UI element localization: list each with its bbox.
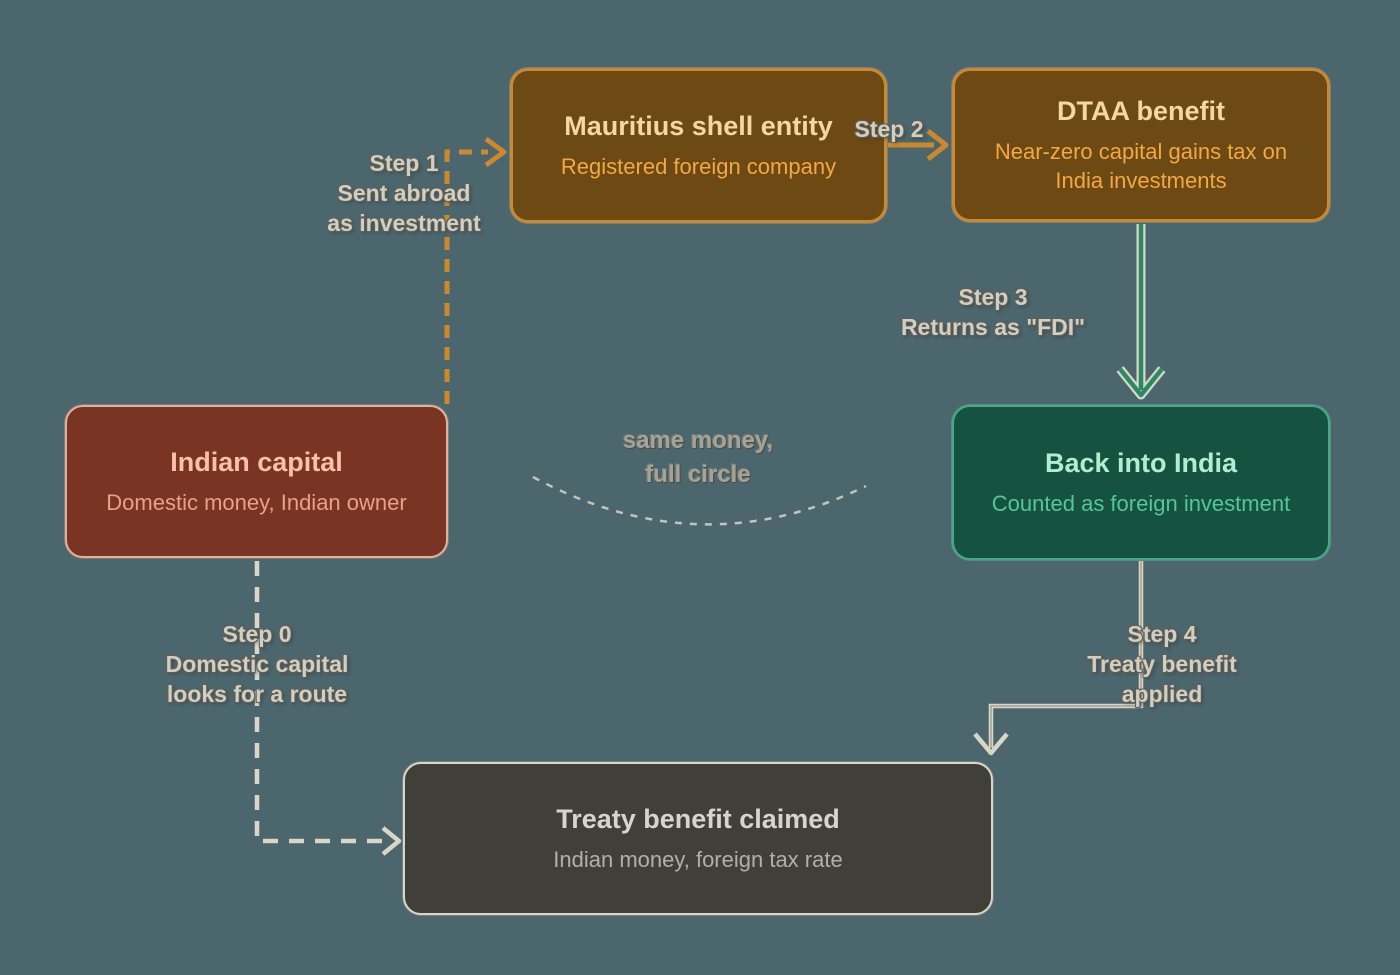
node-title: DTAA benefit <box>1057 95 1225 126</box>
step1-arrow <box>444 136 507 404</box>
step0-label-line: Step 0 <box>222 621 292 647</box>
step0-label-line: looks for a route <box>166 681 348 707</box>
step1-label: Step 1 Sent abroad as investment <box>327 148 480 238</box>
step3-arrow <box>1116 224 1166 400</box>
step1-label-line: Step 1 <box>369 150 439 176</box>
step2-arrow <box>888 129 949 161</box>
step2-label: Step 2 <box>854 114 923 144</box>
arrowhead-right-icon <box>484 136 507 168</box>
node-subtitle: Counted as foreign investment <box>991 491 1291 517</box>
step4-label-line: applied <box>1121 681 1203 707</box>
same-money-full-circle-label: same money, full circle <box>623 424 773 492</box>
node-treaty-benefit-claimed: Treaty benefit claimed Indian money, for… <box>403 762 993 915</box>
step0-arrow <box>254 561 402 856</box>
node-mauritius-shell-entity: Mauritius shell entity Registered foreig… <box>510 68 887 223</box>
step0-label-line: Domestic capital <box>165 651 349 677</box>
step1-label-line: Sent abroad <box>337 180 471 206</box>
arrowhead-right-icon <box>926 129 949 161</box>
step2-label-line: Step 2 <box>854 116 924 142</box>
step4-label-line: Treaty benefit <box>1087 651 1237 677</box>
node-dtaa-benefit: DTAA benefit Near-zero capital gains tax… <box>952 68 1330 222</box>
arrowhead-down-icon <box>1118 367 1164 398</box>
arrowhead-right-icon <box>381 826 402 856</box>
node-title: Mauritius shell entity <box>564 110 833 141</box>
node-subtitle: Near-zero capital gains tax on India inv… <box>994 139 1288 194</box>
step3-label: Step 3 Returns as "FDI" <box>901 282 1085 342</box>
center-label-line: same money, <box>622 427 774 454</box>
full-circle-arc <box>532 475 867 526</box>
center-label-line: full circle <box>645 461 751 488</box>
step3-label-line: Step 3 <box>958 284 1028 310</box>
step4-arrow <box>973 561 1144 756</box>
node-title: Treaty benefit claimed <box>556 803 840 834</box>
step0-label: Step 0 Domestic capital looks for a rout… <box>166 619 349 709</box>
node-back-into-india: Back into India Counted as foreign inves… <box>952 405 1330 560</box>
arrowhead-down-icon <box>973 732 1009 756</box>
node-subtitle: Domestic money, Indian owner <box>106 490 407 516</box>
step1-label-line: as investment <box>327 210 481 236</box>
node-indian-capital: Indian capital Domestic money, Indian ow… <box>65 405 448 558</box>
node-subtitle: Registered foreign company <box>560 154 837 180</box>
node-title: Back into India <box>1044 447 1238 478</box>
step4-label: Step 4 Treaty benefit applied <box>1087 619 1237 709</box>
node-title: Indian capital <box>170 446 343 477</box>
node-subtitle: Indian money, foreign tax rate <box>553 847 843 873</box>
step4-label-line: Step 4 <box>1127 621 1197 647</box>
step3-label-line: Returns as "FDI" <box>900 314 1086 340</box>
